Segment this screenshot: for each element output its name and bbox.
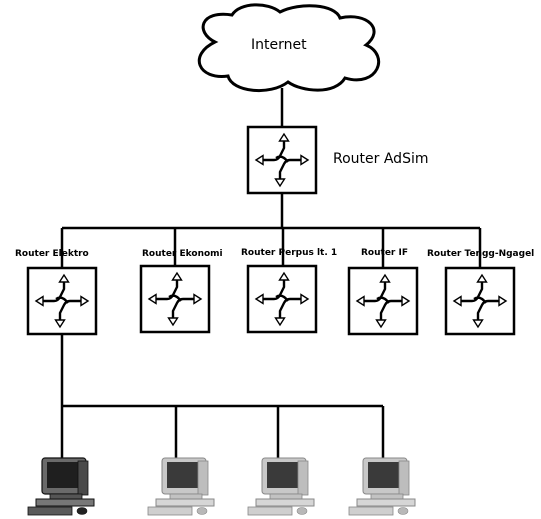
internet-label: Internet — [251, 37, 307, 53]
router-label-tengg-ngagel: Router Tengg-Ngagel — [427, 249, 535, 259]
computer-2 — [147, 457, 215, 516]
router-label-perpus: Router Perpus lt. 1 — [241, 248, 338, 258]
core-router — [246, 125, 318, 195]
router-tengg-ngagel — [444, 266, 516, 336]
router-elektro — [26, 266, 98, 336]
router-perpus — [246, 264, 318, 334]
router-label-if: Router IF — [361, 248, 408, 258]
internet-cloud-icon — [197, 3, 380, 93]
computer-3 — [247, 457, 315, 516]
router-if — [347, 266, 419, 336]
connection-lines — [60, 88, 482, 460]
computer-4 — [348, 457, 416, 516]
core-router-label: Router AdSim — [333, 151, 429, 167]
router-label-ekonomi: Router Ekonomi — [142, 249, 223, 259]
router-ekonomi — [139, 264, 211, 334]
router-label-elektro: Router Elektro — [15, 249, 89, 259]
computer-1 — [27, 457, 95, 516]
